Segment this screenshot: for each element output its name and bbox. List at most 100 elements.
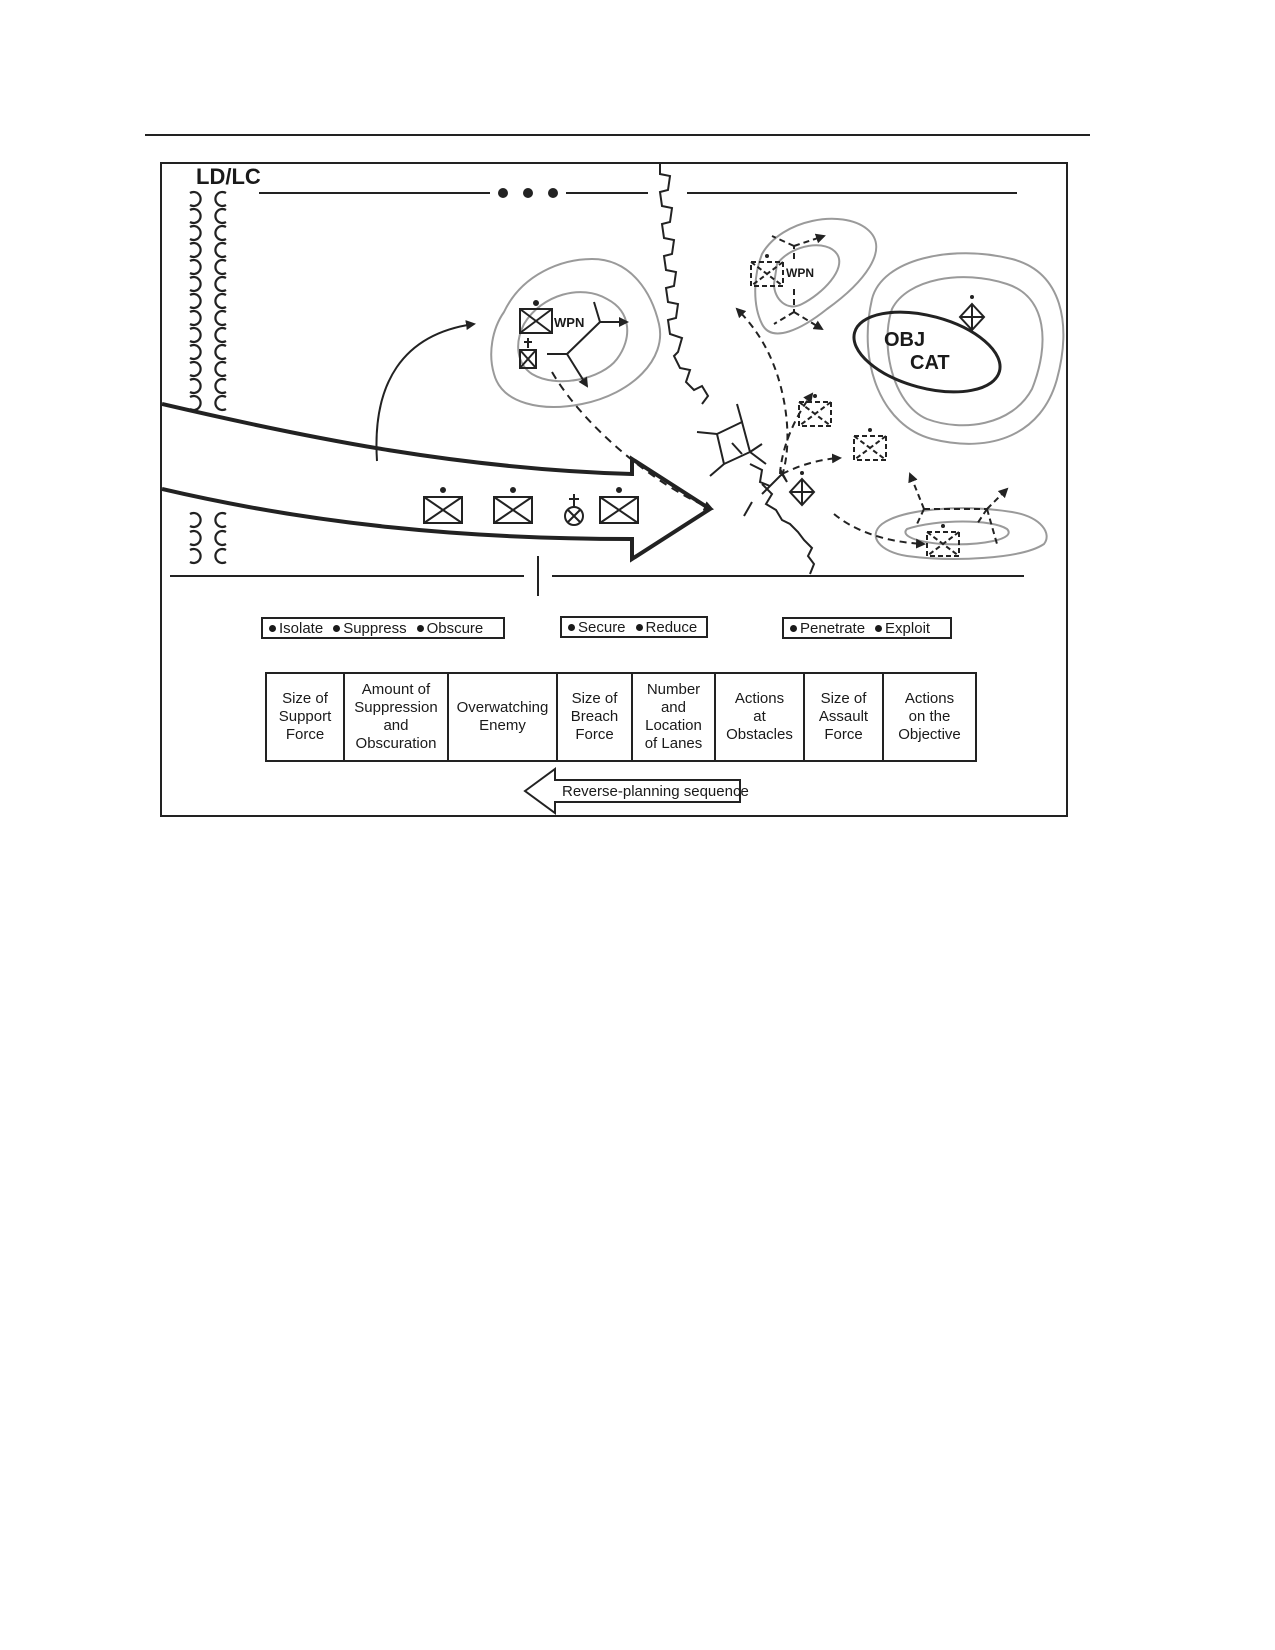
assault-unit-icon (853, 435, 887, 461)
assembly-arc-icon (214, 394, 227, 412)
assault-dashed-arrow-icon (833, 513, 926, 549)
assembly-arc-icon (189, 343, 202, 361)
assembly-arc-icon (214, 190, 227, 208)
bullet-icon (635, 623, 643, 631)
weapons-unit-icon (750, 261, 784, 287)
phase-item: Exploit (875, 620, 930, 637)
support-fire-sector-icon (547, 301, 629, 388)
phase-label: Penetrate (800, 619, 866, 637)
obstacle-cluster-icon (696, 403, 788, 517)
phase-label: Exploit (885, 619, 931, 637)
assembly-arc-icon (214, 547, 227, 565)
engineer-support-unit-icon (519, 338, 537, 369)
assembly-arc-icon (189, 360, 202, 378)
phase-item: Secure (568, 619, 626, 636)
assembly-arc-icon (214, 207, 227, 225)
assembly-arc-icon (189, 207, 202, 225)
assault-unit-icon (926, 531, 960, 557)
table-cell: Size of Breach Force (558, 674, 633, 760)
table-cell: Size of Assault Force (805, 674, 884, 760)
assembly-arc-icon (189, 292, 202, 310)
bullet-icon (416, 624, 424, 632)
suppression-dashed-arrow-icon (551, 371, 714, 511)
unit-size-dot (765, 254, 769, 258)
phase-label: Secure (578, 618, 626, 636)
phase-item: Reduce (635, 618, 698, 636)
phase-item: Obscure (416, 619, 484, 637)
phase-box-assault: Penetrate Exploit (782, 617, 952, 639)
wire-obstacle-icon (761, 483, 816, 575)
objective-label-line2: CAT (910, 352, 950, 374)
objective-outline (852, 310, 1002, 394)
start-line-label: LD/LC (196, 164, 261, 189)
support-force-unit-icon (519, 300, 553, 334)
unit-size-dot (970, 295, 974, 299)
table-cell: Amount of Suppression and Obscuration (345, 674, 449, 760)
unit-size-dot (800, 471, 804, 475)
engineer-unit-icon (564, 494, 584, 526)
table-cell: Size of Support Force (267, 674, 345, 760)
assembly-arc-icon (189, 241, 202, 259)
support-movement-arrow-icon (375, 320, 476, 462)
assembly-arc-icon (214, 309, 227, 327)
fire-sector-dashed-icon (771, 233, 826, 331)
assault-unit-icon (798, 401, 832, 427)
assembly-arc-icon (214, 258, 227, 276)
wire-obstacle-icon (658, 164, 710, 405)
assembly-arc-icon (214, 511, 227, 529)
phase-item: Isolate (269, 620, 323, 637)
bullet-icon (790, 624, 797, 632)
bullet-icon (568, 623, 575, 631)
assembly-arc-icon (189, 326, 202, 344)
phase-item: Suppress (333, 619, 407, 637)
assembly-arc-icon (189, 511, 202, 529)
phase-box-support: Isolate Suppress Obscure (261, 617, 505, 639)
breach-lane-arrows (735, 307, 842, 477)
bullet-icon (875, 624, 883, 632)
infantry-unit-icon (493, 487, 533, 524)
assembly-arc-icon (189, 190, 202, 208)
assembly-arc-icon (214, 377, 227, 395)
table-cell: Actions at Obstacles (716, 674, 805, 760)
table-cell: Actions on the Objective (898, 690, 961, 743)
bullet-icon (333, 624, 341, 632)
assembly-arc-icon (214, 326, 227, 344)
assembly-arc-icon (189, 224, 202, 242)
weapons-label-north: WPN (786, 266, 814, 280)
assembly-arc-icon (214, 275, 227, 293)
fire-sector-dashed-icon (908, 472, 1009, 545)
assembly-arc-icon (214, 343, 227, 361)
infantry-unit-icon (423, 487, 463, 524)
terrain-contours (490, 217, 1065, 560)
unit-size-dot (813, 394, 817, 398)
header-rule (145, 134, 1090, 136)
bullet-icon (269, 624, 276, 632)
assembly-arc-icon (189, 275, 202, 293)
mechanized-unit-icon (788, 477, 816, 507)
phase-label: Reduce (645, 618, 698, 636)
breach-diagram-figure: LD/LC WPN (160, 162, 1068, 817)
planning-sequence-table: Size of Support Force Amount of Suppress… (265, 672, 977, 762)
assembly-arc-icon (214, 292, 227, 310)
phase-label: Isolate (279, 619, 324, 637)
mechanized-unit-icon (958, 302, 986, 332)
unit-size-dot (941, 524, 945, 528)
phase-label: Obscure (426, 619, 484, 637)
table-cell: Number and Location of Lanes (633, 674, 716, 760)
ellipsis-dots (498, 188, 558, 198)
assembly-arc-icon (189, 377, 202, 395)
assembly-arc-icon (214, 360, 227, 378)
weapons-label: WPN (554, 315, 584, 330)
assembly-arc-icon (189, 547, 202, 565)
assembly-arc-icon (189, 394, 202, 412)
phase-label: Suppress (343, 619, 407, 637)
phase-box-breach: Secure Reduce (560, 616, 708, 638)
axis-of-advance-arrow-icon (162, 402, 714, 563)
assembly-arc-icon (214, 224, 227, 242)
assembly-arc-icon (189, 529, 202, 547)
phase-item: Penetrate (790, 620, 865, 637)
infantry-unit-icon (599, 487, 639, 524)
objective-label-line1: OBJ (884, 329, 925, 351)
assembly-arc-icon (214, 529, 227, 547)
table-cell: Overwatching Enemy (449, 674, 558, 760)
